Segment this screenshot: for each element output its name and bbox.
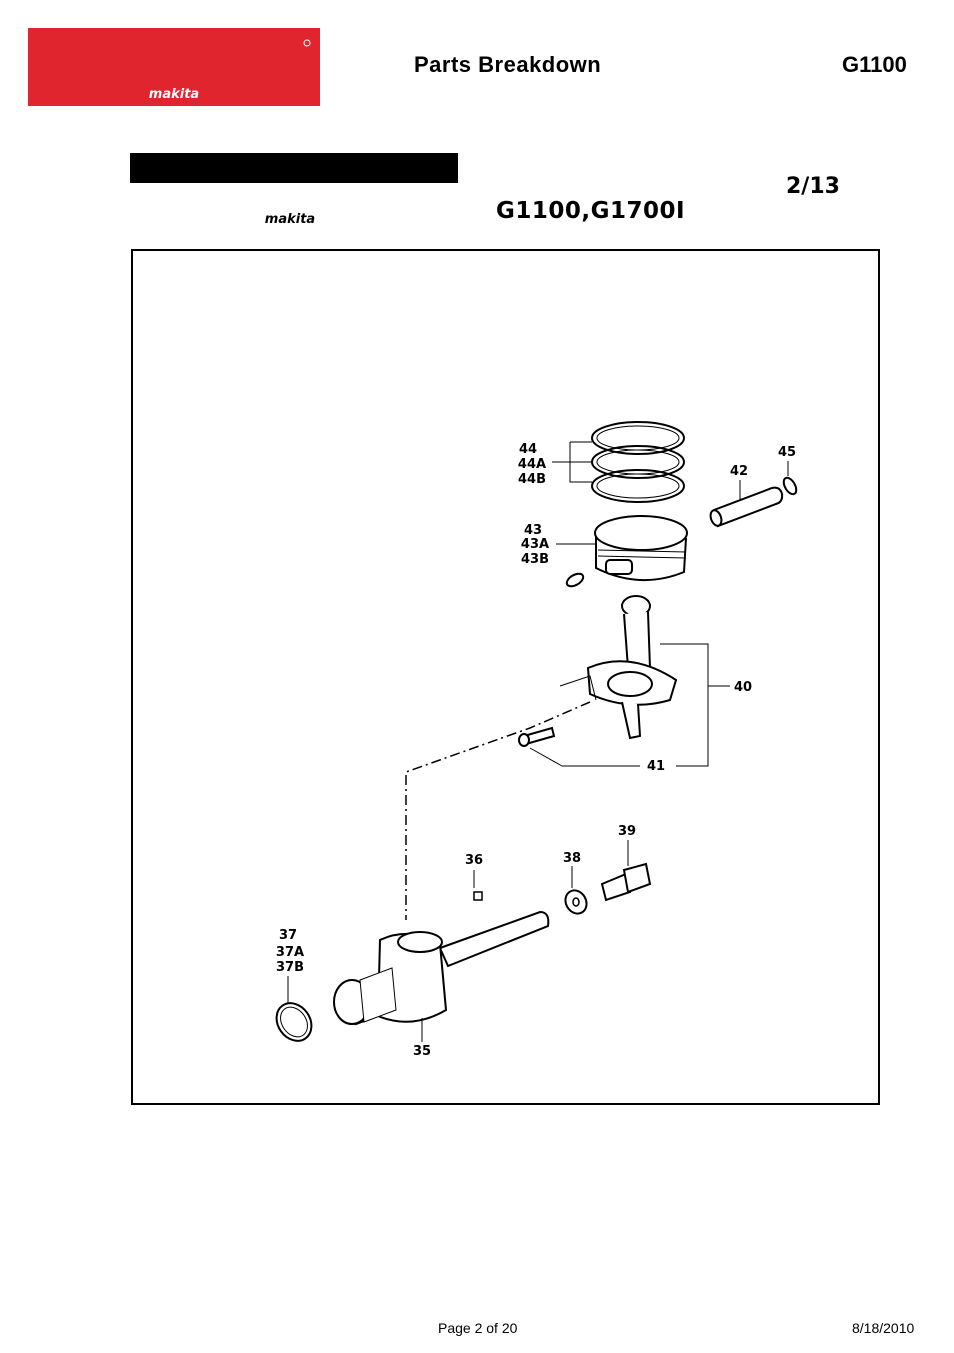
makita-logo-red: makita (28, 28, 320, 106)
callout-37: 37 (279, 928, 297, 943)
rod-bolt (518, 726, 556, 747)
parts-diagram: 44 44A 44B 45 42 43 43A 43B 40 41 39 36 … (131, 249, 880, 1105)
washer (564, 889, 588, 915)
callout-39: 39 (618, 824, 636, 839)
crank-bolt (600, 862, 652, 902)
callout-43b: 43B (521, 552, 549, 567)
callout-40: 40 (734, 680, 752, 695)
callout-44b: 44B (518, 472, 546, 487)
piston-rings (591, 421, 685, 503)
callout-37a: 37A (276, 945, 304, 960)
circlip-43 (565, 572, 585, 588)
connecting-rod (586, 595, 678, 740)
callout-38: 38 (563, 851, 581, 866)
logo-wordmark: makita (265, 212, 315, 226)
callout-36: 36 (465, 853, 483, 868)
makita-logo-black: makita (130, 153, 458, 226)
callout-45: 45 (778, 445, 796, 460)
model-number: G1100 (842, 52, 907, 77)
piston-pin (709, 486, 784, 528)
diagram-border (131, 249, 880, 1105)
woodruff-key (473, 891, 483, 901)
crankshaft (333, 910, 550, 1026)
callout-37b: 37B (276, 960, 304, 975)
circlip-45 (782, 476, 798, 496)
callout-43a: 43A (521, 537, 549, 552)
callout-42: 42 (730, 464, 748, 479)
footer-date: 8/18/2010 (852, 1320, 915, 1336)
footer-page-number: Page 2 of 20 (438, 1320, 518, 1336)
piston (594, 515, 688, 582)
logo-wordmark: makita (149, 87, 199, 102)
callout-43: 43 (524, 523, 542, 538)
callout-35: 35 (413, 1044, 431, 1059)
page-title: Parts Breakdown (414, 52, 602, 77)
callout-41: 41 (647, 759, 665, 774)
callout-44: 44 (519, 442, 537, 457)
callout-44a: 44A (518, 457, 546, 472)
sheet-page-number: 2/13 (786, 174, 840, 199)
sheet-models: G1100,G1700I (496, 198, 686, 224)
oil-seal (275, 1002, 313, 1042)
